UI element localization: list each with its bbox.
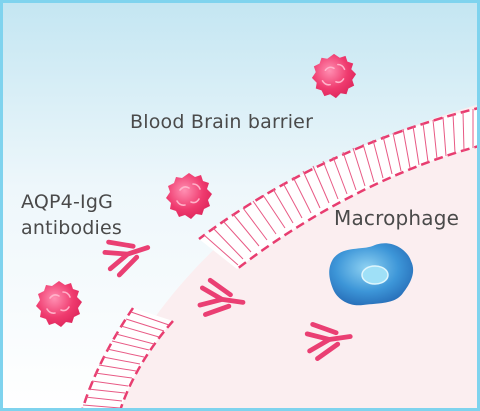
barrier-segment-upper — [198, 107, 477, 270]
barrier-segment-lower — [81, 307, 174, 408]
macrophage-label: Macrophage — [334, 206, 460, 230]
antibodies-label: AQP4-IgG antibodies — [21, 189, 122, 241]
bbb-scene — [3, 3, 477, 408]
macrophage-icon — [329, 243, 414, 306]
blood-brain-barrier-label: Blood Brain barrier — [130, 111, 314, 133]
antibodies-label-line1: AQP4-IgG — [21, 191, 114, 213]
antibodies-label-line2: antibodies — [21, 217, 123, 239]
